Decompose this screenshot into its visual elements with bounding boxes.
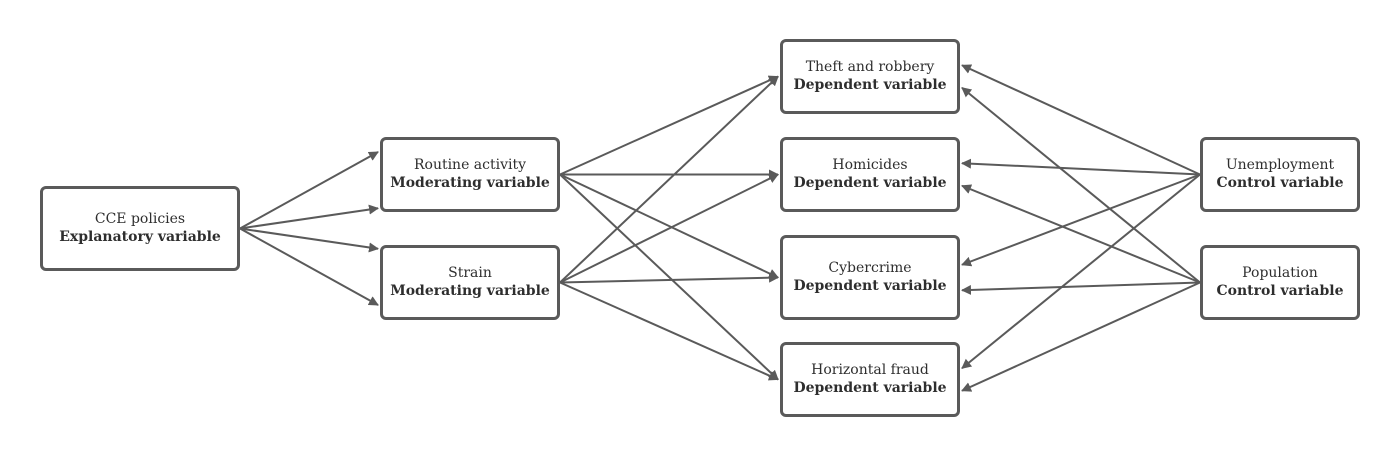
node-strain: Strain Moderating variable: [380, 245, 560, 320]
edge-cce-to-routine: [239, 204, 379, 230]
node-role: Moderating variable: [390, 174, 550, 191]
edge-unemployment-to-fraud: [961, 173, 1201, 370]
node-population: Population Control variable: [1200, 245, 1360, 320]
edge-strain-to-fraud: [559, 281, 779, 381]
edge-cce-to-routine: [239, 151, 379, 230]
edge-unemployment-to-homicides: [961, 158, 1201, 176]
edge-unemployment-to-theft: [961, 64, 1201, 176]
node-homicides: Homicides Dependent variable: [780, 137, 960, 212]
node-role: Moderating variable: [390, 282, 550, 299]
edge-routine-to-fraud: [559, 173, 779, 381]
node-name: Unemployment: [1225, 157, 1335, 173]
edge-unemployment-to-cybercrime: [961, 173, 1201, 267]
node-role: Control variable: [1216, 282, 1344, 299]
edge-population-to-homicides: [961, 184, 1201, 284]
node-role: Control variable: [1216, 174, 1344, 191]
edge-cce-to-strain: [239, 227, 379, 306]
node-role: Dependent variable: [793, 379, 947, 396]
edge-strain-to-homicides: [559, 173, 779, 284]
node-name: Cybercrime: [828, 260, 912, 276]
edge-population-to-fraud: [961, 281, 1201, 392]
node-name: Routine activity: [413, 157, 527, 173]
node-horizontal-fraud: Horizontal fraud Dependent variable: [780, 342, 960, 417]
node-name: CCE policies: [94, 211, 186, 227]
node-role: Dependent variable: [793, 76, 947, 93]
node-cybercrime: Cybercrime Dependent variable: [780, 235, 960, 320]
node-role: Dependent variable: [793, 277, 947, 294]
node-theft-and-robbery: Theft and robbery Dependent variable: [780, 39, 960, 114]
edge-strain-to-theft: [559, 75, 779, 284]
node-role: Dependent variable: [793, 174, 947, 191]
node-cce-policies: CCE policies Explanatory variable: [40, 186, 240, 271]
node-name: Theft and robbery: [805, 59, 935, 75]
edge-population-to-theft: [961, 86, 1201, 284]
node-role: Explanatory variable: [59, 228, 221, 245]
edge-routine-to-cybercrime: [559, 173, 779, 279]
edge-cce-to-strain: [239, 227, 379, 253]
node-name: Horizontal fraud: [811, 362, 929, 378]
edge-strain-to-cybercrime: [559, 272, 779, 284]
edge-routine-to-theft: [559, 75, 779, 176]
edge-population-to-cybercrime: [961, 281, 1201, 295]
node-name: Strain: [448, 265, 492, 281]
node-unemployment: Unemployment Control variable: [1200, 137, 1360, 212]
node-routine-activity: Routine activity Moderating variable: [380, 137, 560, 212]
node-name: Population: [1242, 265, 1318, 281]
node-name: Homicides: [832, 157, 908, 173]
